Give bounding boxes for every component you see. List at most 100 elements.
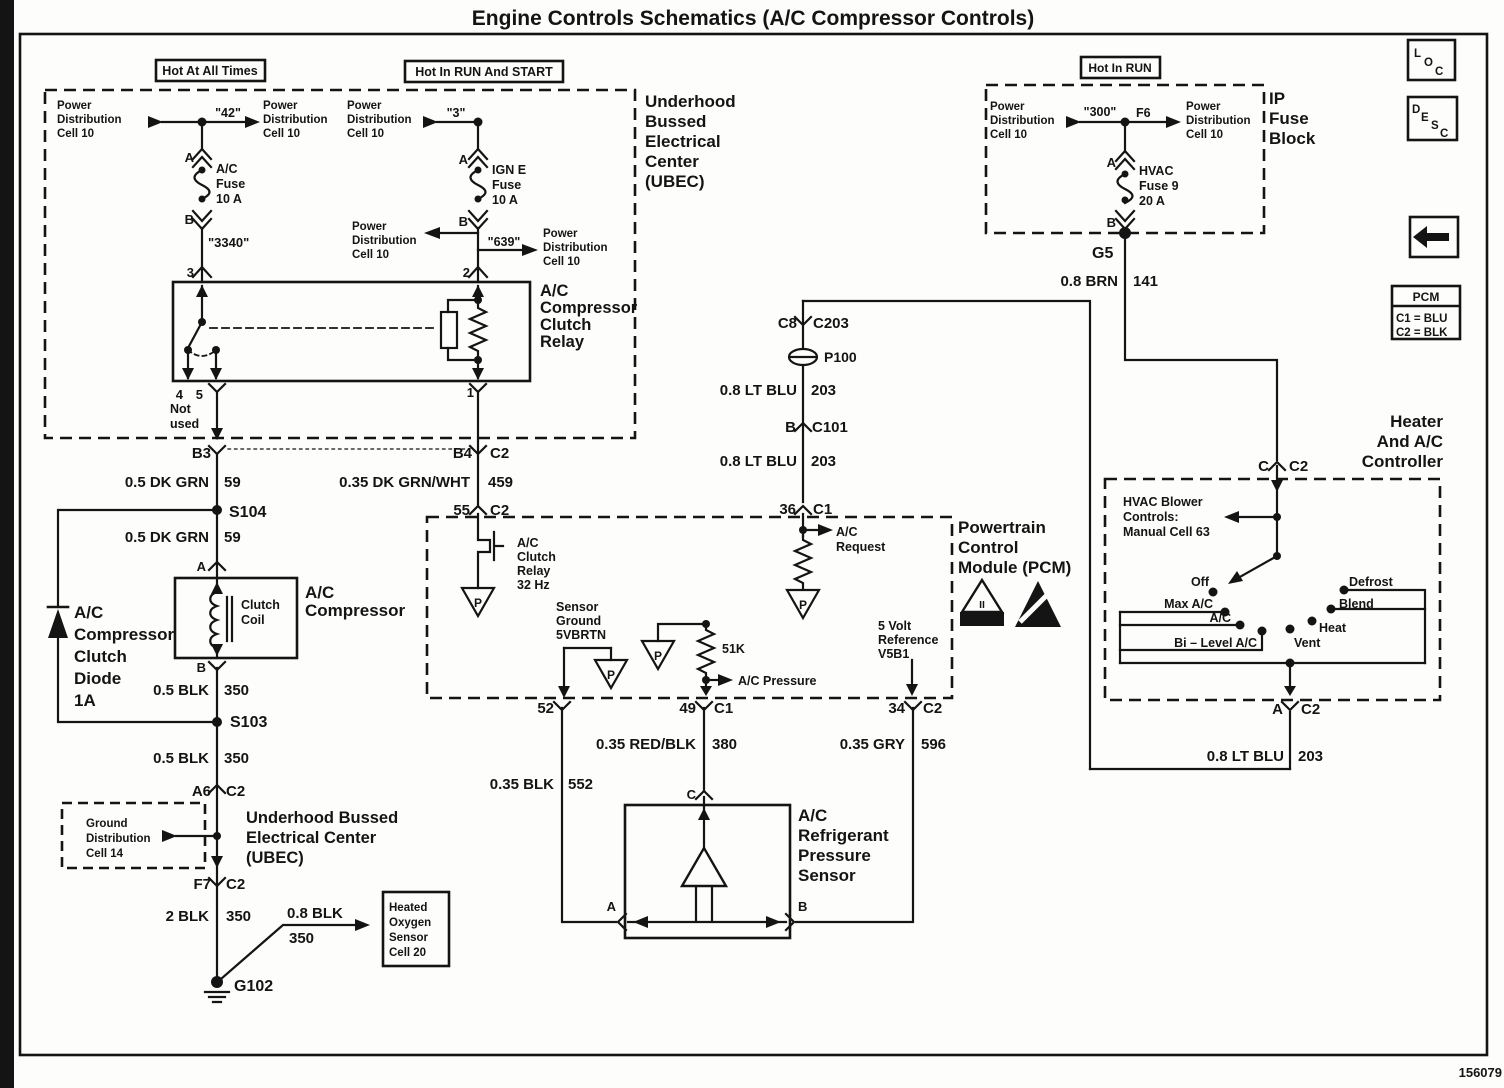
loc-button[interactable]: [1406, 38, 1457, 82]
terminal: C: [687, 787, 697, 802]
connector: C101: [812, 419, 848, 436]
wire-label: 0.5 BLK: [153, 682, 209, 699]
terminal: B4: [453, 445, 473, 462]
component-label: HVAC: [1139, 164, 1174, 178]
component-label: IGN E: [492, 163, 526, 177]
terminal: B: [798, 899, 807, 914]
pcm-box: [425, 515, 954, 700]
component-label: Diode: [74, 669, 121, 688]
page-border: [18, 32, 1489, 1057]
title: Engine Controls Schematics (A/C Compress…: [472, 7, 1034, 30]
ref-label: Cell 14: [86, 848, 124, 860]
loc-letter: O: [1424, 57, 1433, 69]
pcm-driver-letter: P: [799, 598, 807, 612]
back-button[interactable]: [1408, 215, 1460, 259]
junction-dots: [184, 117, 1349, 988]
obd-icon-text: OBD II: [968, 614, 996, 624]
signal-label: A/C Pressure: [738, 674, 817, 688]
heated-oxygen-sensor-box: [381, 890, 451, 968]
pin: 4: [176, 387, 184, 402]
ac-refrigerant-pressure-sensor-box: [623, 803, 792, 940]
connector: C2: [226, 783, 245, 800]
ref-label: Distribution: [352, 235, 417, 247]
signal-label: Request: [836, 540, 886, 554]
wire-label: 459: [488, 474, 513, 491]
terminal: 34: [888, 700, 905, 717]
signal-label: A/C: [517, 536, 539, 550]
component-label: Fuse: [216, 177, 245, 191]
ground-distribution-box: [60, 801, 207, 870]
ref-label: HVAC Blower: [1123, 495, 1203, 509]
banner-hot-in-run-and-start: Hot In RUN And START: [415, 65, 553, 79]
loc-letter: C: [1435, 66, 1443, 78]
terminal: A: [607, 899, 617, 914]
ac-compressor-clutch-diode: [46, 605, 70, 638]
pin: 5: [196, 387, 203, 402]
ref-label: Power: [1186, 101, 1221, 113]
switch-position: Blend: [1339, 597, 1374, 611]
component-label: Heater: [1390, 412, 1443, 431]
wire-label: "42": [215, 106, 241, 120]
banner-hot-in-run: Hot In RUN: [1088, 61, 1151, 75]
ref-label: Controls:: [1123, 510, 1179, 524]
ref-label: Distribution: [347, 114, 412, 126]
component-label: 51K: [722, 642, 745, 656]
signal-label: Relay: [517, 564, 550, 578]
terminal: 52: [537, 700, 554, 717]
pcm-driver-triangles: [460, 586, 821, 691]
component-label: Clutch: [74, 647, 127, 666]
wire-label: 0.8 BRN: [1060, 273, 1118, 290]
component-label: Coil: [241, 613, 265, 627]
terminal: C8: [778, 315, 797, 332]
signal-label: 5 Volt: [878, 619, 912, 633]
component-label: Sensor: [798, 866, 856, 885]
signal-label: 32 Hz: [517, 578, 550, 592]
wire-label: "3340": [208, 235, 249, 250]
esd-warning-icon: [1015, 581, 1061, 627]
ac-compressor-box: [173, 576, 299, 660]
switch-position: Defrost: [1349, 575, 1394, 589]
ref-label: Distribution: [86, 833, 151, 845]
terminal: B: [785, 419, 796, 436]
scan-edge-bar: [0, 0, 14, 1088]
ref-label: Oxygen: [389, 917, 431, 929]
banner-hot-at-all-times: Hot At All Times: [162, 64, 257, 78]
desc-button[interactable]: [1406, 95, 1459, 142]
connector: C2: [490, 502, 509, 519]
wire-label: 350: [224, 750, 249, 767]
ubec-box: [43, 88, 637, 440]
wire-label: 0.5 BLK: [153, 750, 209, 767]
signal-label: 5VBRTN: [556, 628, 606, 642]
ref-label: Cell 10: [57, 128, 94, 140]
desc-letter: E: [1421, 112, 1429, 124]
desc-letter: C: [1440, 128, 1448, 140]
wire-label: 0.8 BLK: [287, 905, 343, 922]
component-label: A/C: [305, 583, 334, 602]
connector: C2: [1289, 458, 1308, 475]
terminal: C: [1258, 458, 1269, 475]
ref-label: Ground: [86, 818, 128, 830]
switch-position: Bi – Level A/C: [1174, 636, 1257, 650]
pcm-connector-legend: [1390, 284, 1462, 341]
connector: C2: [226, 876, 245, 893]
terminal: B: [197, 660, 206, 675]
banner-box: [154, 58, 267, 83]
component-label: 10 A: [492, 193, 518, 207]
connector: C1: [714, 700, 733, 717]
wire-label: 0.8 LT BLU: [720, 453, 797, 470]
wire-label: 350: [289, 930, 314, 947]
ref-label: Distribution: [543, 242, 608, 254]
wire-label: 380: [712, 736, 737, 753]
component-label: Refrigerant: [798, 826, 889, 845]
footer-id: 156079: [1459, 1065, 1502, 1080]
ref-label: Cell 10: [347, 128, 384, 140]
terminal: 36: [779, 501, 796, 518]
pcm-driver-letter: P: [474, 596, 482, 610]
ac-compressor-clutch-relay-box: [171, 280, 532, 383]
splice: S103: [230, 714, 267, 731]
signal-label: Clutch: [517, 550, 556, 564]
component-label: Fuse: [492, 178, 521, 192]
connector: C2: [923, 700, 942, 717]
component-label: Clutch: [241, 598, 280, 612]
switch-position: Heat: [1319, 621, 1347, 635]
